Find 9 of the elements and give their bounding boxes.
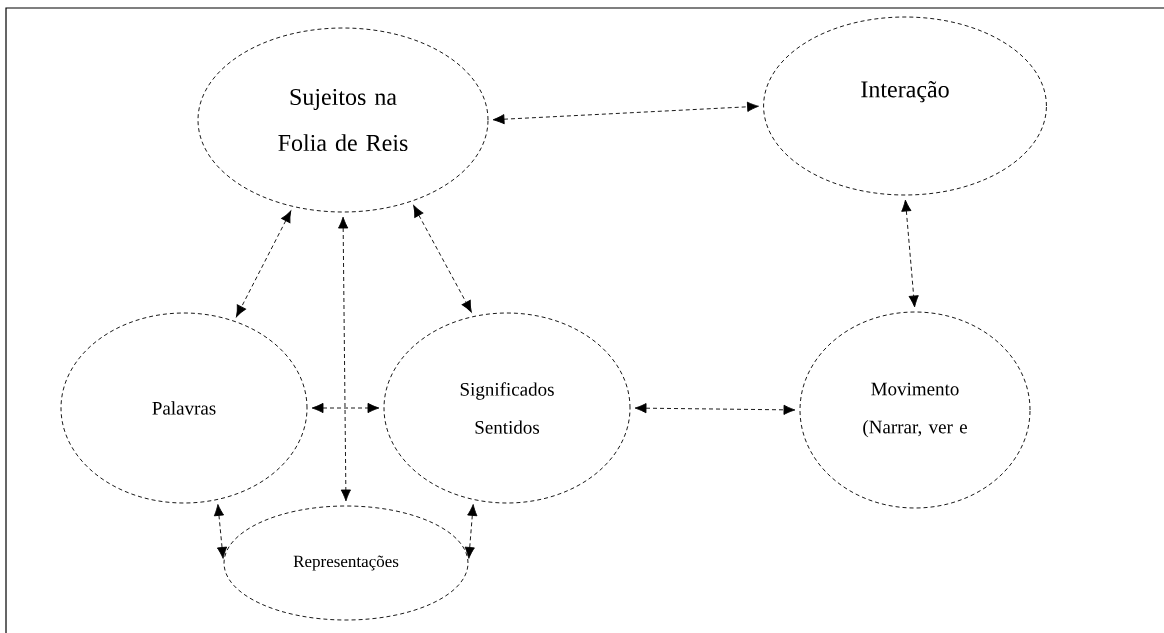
double-arrow <box>236 210 292 318</box>
double-arrow <box>311 402 380 414</box>
double-arrow <box>492 101 759 125</box>
double-arrow <box>901 199 919 308</box>
double-arrow <box>464 504 478 559</box>
double-arrow <box>413 205 472 313</box>
double-arrow <box>338 216 351 502</box>
double-arrow <box>213 504 228 559</box>
double-arrow <box>634 403 796 415</box>
